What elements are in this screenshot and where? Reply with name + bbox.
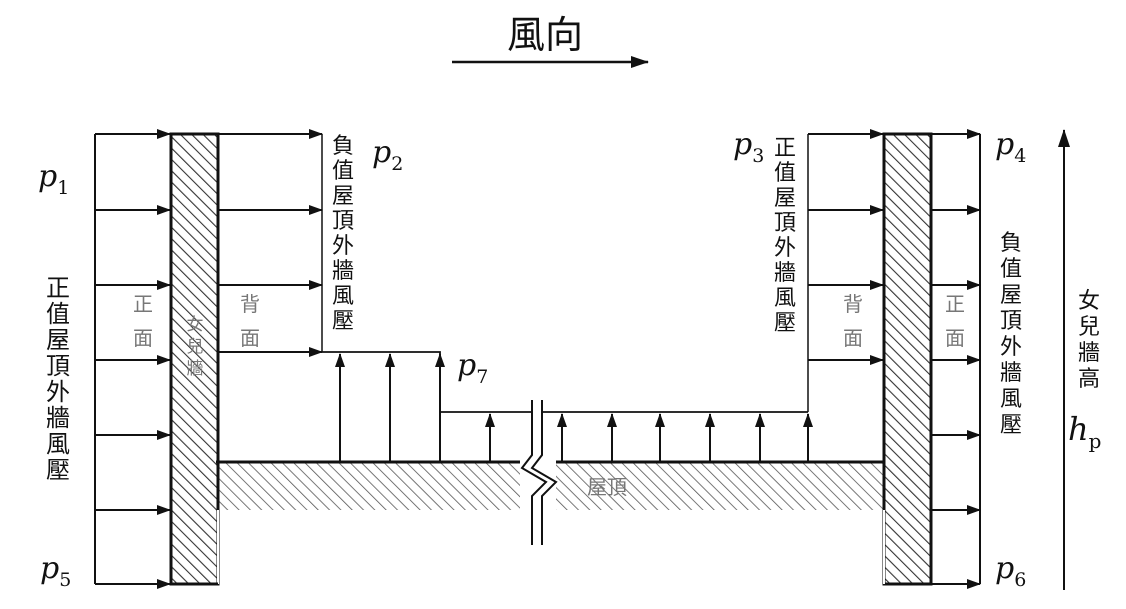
right-parapet-wall <box>882 132 933 586</box>
text-char: 高 <box>1078 367 1100 392</box>
text-char: 背 <box>843 292 863 316</box>
text-char: 值 <box>332 159 354 184</box>
text-char: 風 <box>332 284 354 309</box>
left-back-pressure-arrows <box>219 129 323 357</box>
left-parapet-wall <box>169 132 220 586</box>
text-char: 正 <box>46 274 70 302</box>
break-symbol <box>520 400 558 545</box>
text-char: 值 <box>46 300 70 328</box>
text-char: 面 <box>945 326 965 350</box>
text-char: 風 <box>1000 387 1022 412</box>
text-char: 正 <box>945 292 965 316</box>
label-p6: p6 <box>995 551 1026 591</box>
label-p3: p3 <box>733 127 764 167</box>
text-right-back: 背 面 <box>843 292 863 350</box>
text-char: 兒 <box>187 337 204 357</box>
text-char: 牆 <box>187 359 204 379</box>
text-char: 兒 <box>1078 315 1100 340</box>
text-char: 女 <box>187 315 204 335</box>
text-char: 頂 <box>332 209 354 234</box>
text-char: 風 <box>46 430 70 458</box>
text-char: 正 <box>133 292 153 316</box>
text-char: 牆 <box>332 259 354 284</box>
text-char: 壓 <box>332 309 354 334</box>
text-char: 正 <box>774 136 796 161</box>
text-char: 外 <box>332 234 354 259</box>
text-char: 頂 <box>774 211 796 236</box>
text-char: 屋 <box>1000 283 1022 308</box>
label-p1: p1 <box>38 159 69 199</box>
text-char: 背 <box>240 292 260 316</box>
title-wind-direction: 風向 <box>507 13 583 57</box>
text-char: 屋 <box>46 326 70 354</box>
label-p2: p2 <box>372 135 403 175</box>
text-right-inner-positive: 正 值 屋 頂 外 牆 風 壓 <box>774 136 796 336</box>
text-char: 屋 <box>774 186 796 211</box>
text-char: 面 <box>843 326 863 350</box>
left-outer-pressure-arrows <box>94 129 171 589</box>
text-char: 女 <box>1078 289 1100 314</box>
text-roof: 屋頂 <box>587 475 627 499</box>
right-inner-pressure-arrows <box>807 129 884 412</box>
text-char: 負 <box>332 134 354 159</box>
roof-uplift-high-arrows <box>322 351 532 462</box>
text-char: 頂 <box>46 352 70 380</box>
text-char: 屋 <box>332 184 354 209</box>
text-char: 外 <box>46 378 70 406</box>
text-left-back: 背 面 <box>240 292 260 350</box>
text-right-front: 正 面 <box>945 292 965 350</box>
text-char: 負 <box>1000 231 1022 256</box>
text-char: 牆 <box>774 261 796 286</box>
right-outer-pressure-arrows <box>932 129 981 589</box>
text-left-outer-positive: 正 值 屋 頂 外 牆 風 壓 <box>46 274 70 484</box>
label-p7: p7 <box>457 348 488 388</box>
label-p4: p4 <box>995 127 1026 167</box>
label-p5: p5 <box>40 551 71 591</box>
text-parapet-height: 女 兒 牆 高 <box>1078 289 1100 392</box>
text-char: 壓 <box>46 456 70 484</box>
text-char: 值 <box>774 161 796 186</box>
text-left-front: 正 面 <box>133 292 153 350</box>
label-hp: hp <box>1068 410 1101 453</box>
text-right-outer-negative: 負 值 屋 頂 外 牆 風 壓 <box>1000 231 1022 438</box>
text-char: 風 <box>774 286 796 311</box>
roof-uplift-low-arrows <box>485 411 813 462</box>
text-left-parapet: 女 兒 牆 <box>187 315 204 379</box>
text-char: 外 <box>1000 335 1022 360</box>
text-char: 壓 <box>774 311 796 336</box>
text-char: 值 <box>1000 257 1022 282</box>
text-char: 頂 <box>1000 309 1022 334</box>
text-char: 牆 <box>1000 361 1022 386</box>
text-left-back-negative: 負 值 屋 頂 外 牆 風 壓 <box>332 134 354 334</box>
text-char: 壓 <box>1000 413 1022 438</box>
text-char: 牆 <box>46 404 70 432</box>
text-char: 面 <box>240 326 260 350</box>
text-char: 面 <box>133 326 153 350</box>
text-char: 牆 <box>1078 341 1100 366</box>
text-char: 外 <box>774 236 796 261</box>
